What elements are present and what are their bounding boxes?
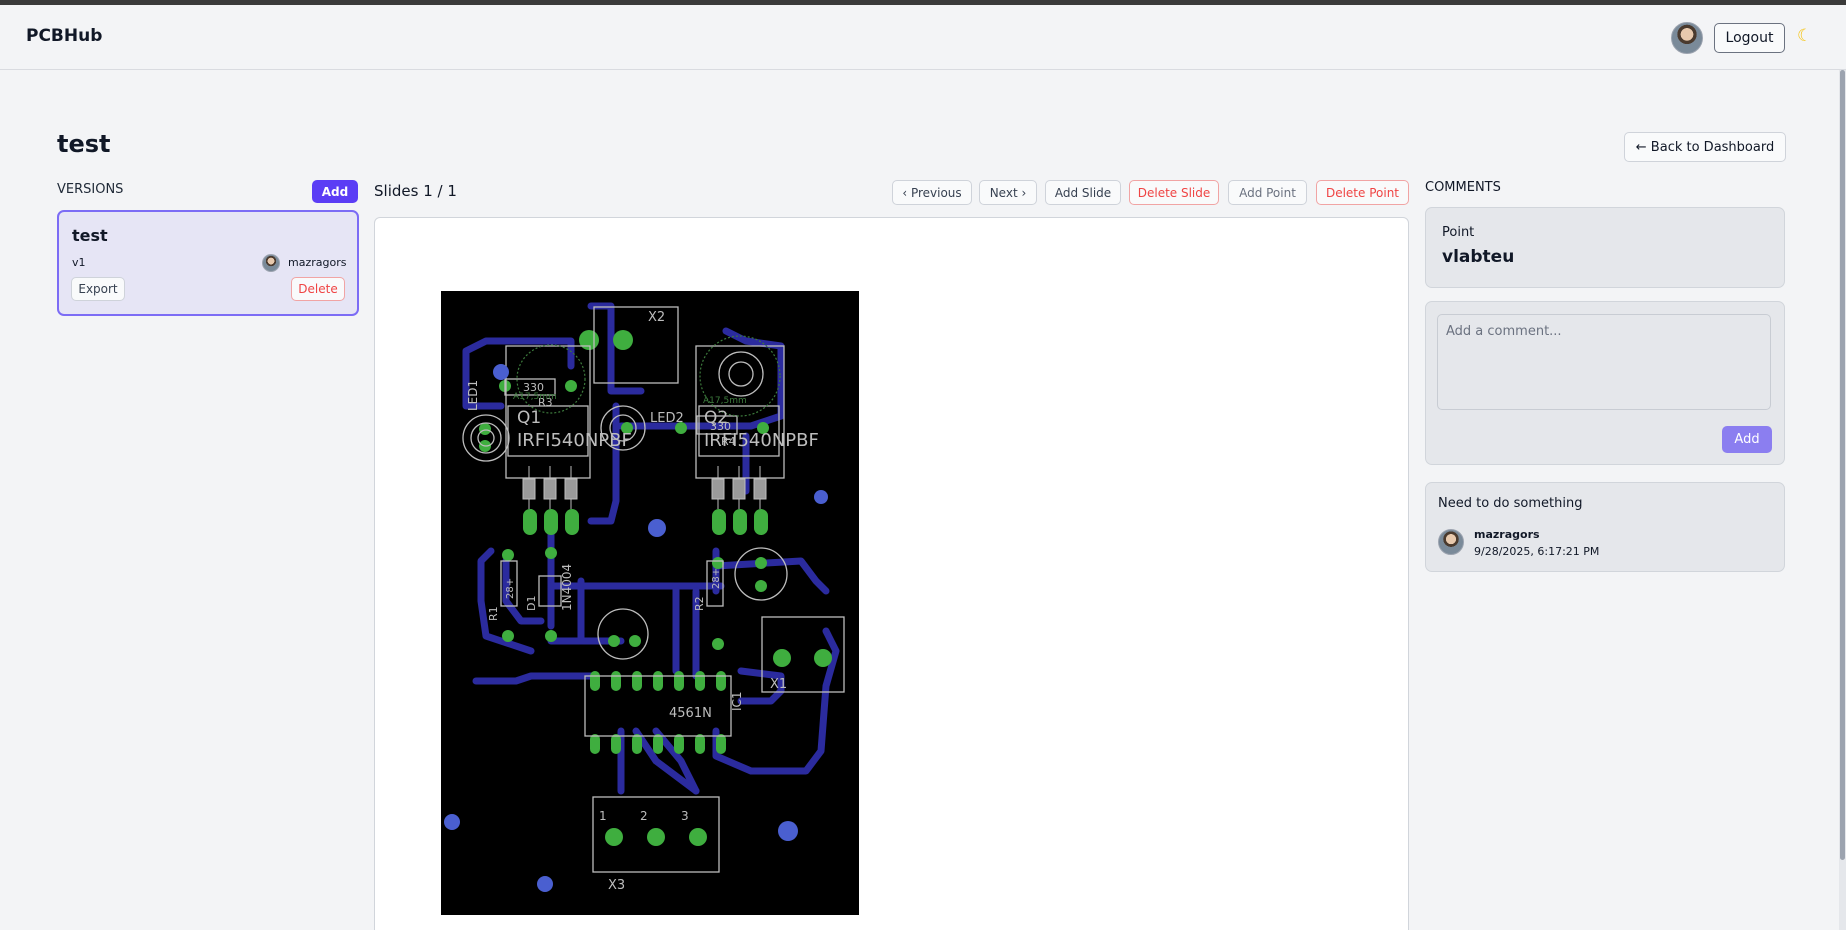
comment-form: Add xyxy=(1425,301,1785,465)
version-card[interactable]: test v1 mazragors Export Delete xyxy=(57,210,359,316)
pcb-label-r3-val: 330 xyxy=(523,381,544,394)
user-avatar[interactable] xyxy=(1671,22,1703,54)
comment-input[interactable] xyxy=(1437,314,1771,410)
comment-user-avatar xyxy=(1438,529,1464,555)
comment-text: Need to do something xyxy=(1438,496,1583,511)
pcb-label-r1: R1 xyxy=(487,606,500,621)
pcb-label-q2: Q2 xyxy=(704,408,728,428)
pcb-label-r4: R4 xyxy=(721,435,736,448)
pcb-label-heat2: A17,5mm xyxy=(703,396,747,406)
pcb-label-led2: LED2 xyxy=(650,411,684,426)
add-slide-button[interactable]: Add Slide xyxy=(1045,180,1121,205)
pcb-label-r3: R3 xyxy=(538,396,553,409)
comment-user: mazragors xyxy=(1474,528,1540,541)
pcb-image[interactable]: X2 X1 X3 LED2 LED1 Q1 Q2 IRFI540NPBF IRF… xyxy=(441,291,859,915)
version-number: v1 xyxy=(72,256,86,269)
pcb-label-d1-part: 1N4004 xyxy=(560,564,574,611)
next-slide-button[interactable]: Next › xyxy=(979,180,1037,205)
add-version-button[interactable]: Add xyxy=(312,180,358,203)
previous-slide-button[interactable]: ‹ Previous xyxy=(892,180,972,205)
pcb-label-q1: Q1 xyxy=(517,408,541,428)
export-button[interactable]: Export xyxy=(71,277,125,301)
point-name: vlabteu xyxy=(1442,247,1515,267)
point-label: Point xyxy=(1442,225,1475,240)
pcb-label-r4-val: 330 xyxy=(710,420,731,433)
brand-logo[interactable]: PCBHub xyxy=(26,26,103,46)
pcb-label-ic1-part: 4561N xyxy=(669,706,712,721)
logout-button[interactable]: Logout xyxy=(1714,23,1785,53)
version-user-avatar xyxy=(262,254,280,272)
back-to-dashboard-button[interactable]: ← Back to Dashboard xyxy=(1624,132,1786,162)
pcb-label-heat1: A17,5mm xyxy=(513,392,557,402)
delete-slide-button[interactable]: Delete Slide xyxy=(1129,180,1219,205)
top-bar: PCBHub Logout ☾ xyxy=(0,5,1846,70)
pcb-label-x2: X2 xyxy=(648,310,665,325)
versions-heading: VERSIONS xyxy=(57,182,124,197)
pcb-label-pin3: 3 xyxy=(681,809,689,823)
add-point-button[interactable]: Add Point xyxy=(1228,180,1307,205)
pcb-label-pin2: 2 xyxy=(640,809,648,823)
comments-heading: COMMENTS xyxy=(1425,180,1501,195)
slide-canvas[interactable]: X2 X1 X3 LED2 LED1 Q1 Q2 IRFI540NPBF IRF… xyxy=(374,217,1409,930)
pcb-label-r2: R2 xyxy=(693,596,706,611)
version-name: test xyxy=(72,226,108,245)
pcb-label-led1: LED1 xyxy=(466,380,480,411)
pcb-label-q1-part: IRFI540NPBF xyxy=(517,430,632,451)
page-title: test xyxy=(57,130,111,158)
pcb-label-ic1: IC1 xyxy=(730,691,744,711)
pcb-label-d1: D1 xyxy=(525,596,538,611)
pcb-label-r1-val: 28+ xyxy=(505,578,516,599)
slides-counter: Slides 1 / 1 xyxy=(374,182,457,200)
pcb-label-q2-part: IRFI540NPBF xyxy=(704,430,819,451)
delete-point-button[interactable]: Delete Point xyxy=(1316,180,1409,205)
comment-item: Need to do something mazragors 9/28/2025… xyxy=(1425,482,1785,572)
pcb-label-r2-val: 28+ xyxy=(711,568,722,589)
moon-icon[interactable]: ☾ xyxy=(1797,26,1813,46)
pcb-label-x3: X3 xyxy=(608,878,625,893)
delete-version-button[interactable]: Delete xyxy=(291,277,345,301)
add-comment-button[interactable]: Add xyxy=(1722,426,1772,453)
scrollbar-thumb[interactable] xyxy=(1840,70,1845,860)
pcb-label-x1: X1 xyxy=(770,677,787,692)
comment-timestamp: 9/28/2025, 6:17:21 PM xyxy=(1474,545,1600,558)
pcb-label-pin1: 1 xyxy=(599,809,607,823)
version-user: mazragors xyxy=(288,256,347,269)
selected-point-panel: Point vlabteu xyxy=(1425,207,1785,288)
